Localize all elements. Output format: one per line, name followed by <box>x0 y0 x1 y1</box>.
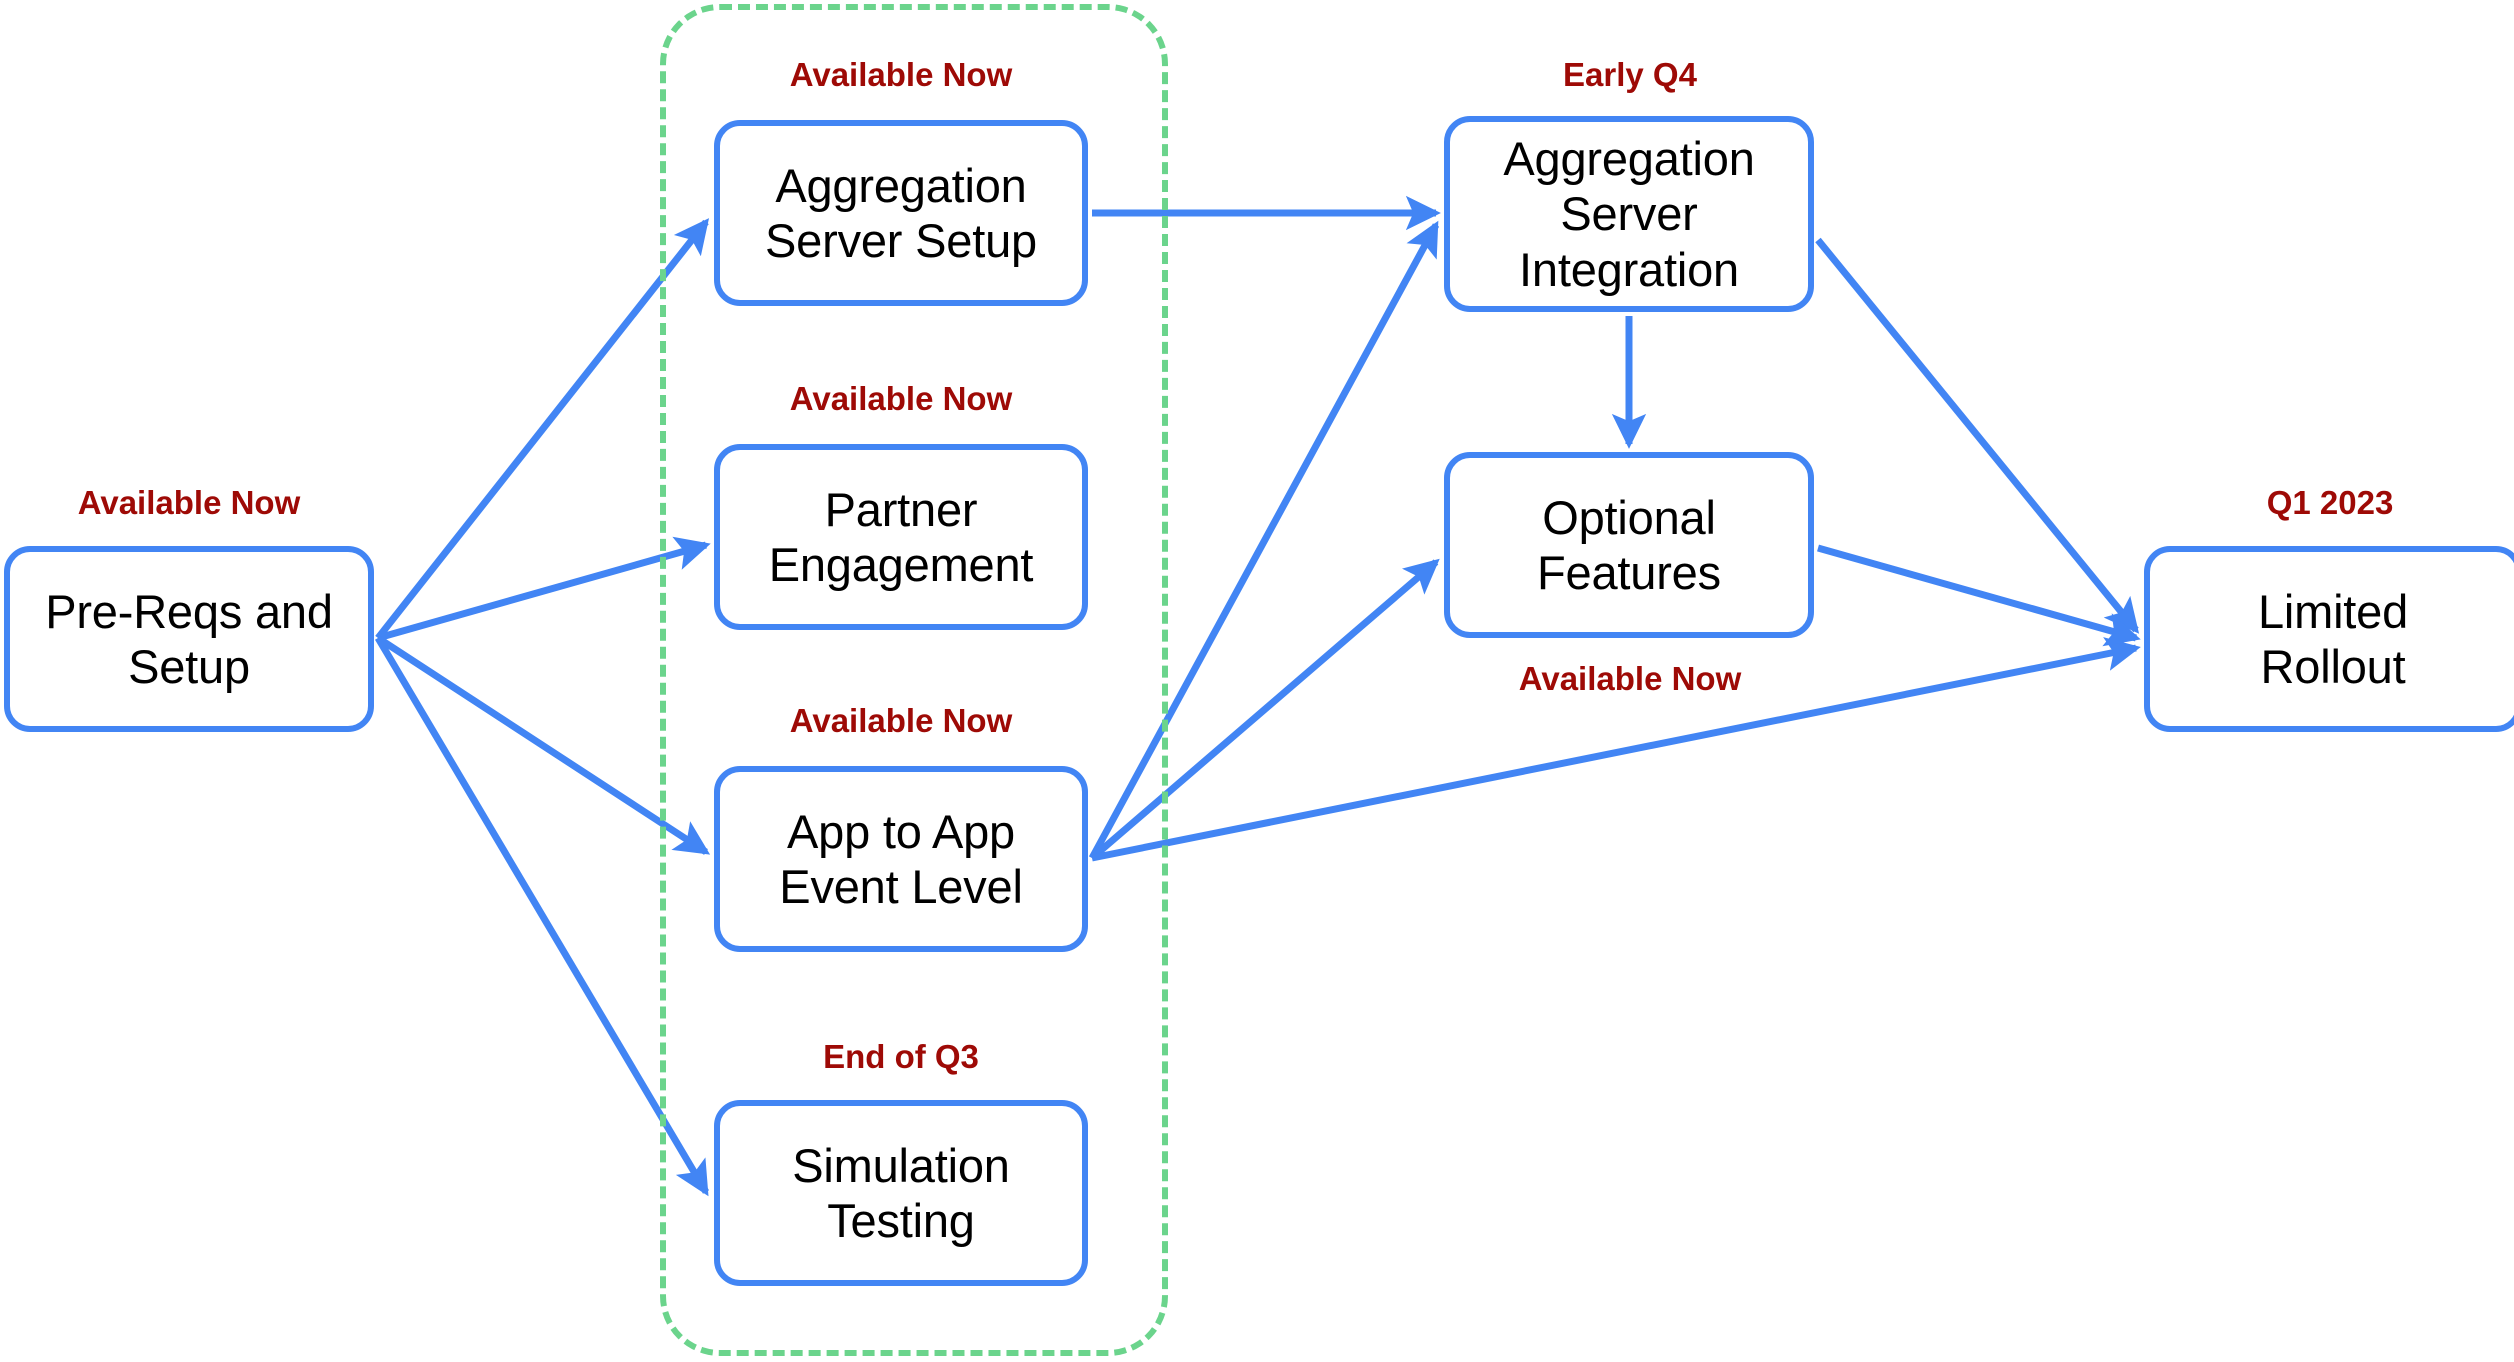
phase-label-pre-reqs: Available Now <box>77 484 301 521</box>
edge-app-to-app-to-optional <box>1089 558 1440 861</box>
edge-prereqs-to-app-to-app <box>376 635 711 855</box>
node-label: Simulation Testing <box>792 1138 1010 1247</box>
edge-app-to-app-to-agg-integration <box>1088 220 1440 860</box>
edge-app-to-app-to-limited-rollout <box>1091 637 2141 862</box>
phase-label-limited-rollout: Q1 2023 <box>2266 484 2394 521</box>
node-label: Pre-Reqs and Setup <box>45 584 333 693</box>
node-label: App to App Event Level <box>779 804 1023 913</box>
node-simulation-testing[interactable]: Simulation Testing <box>714 1100 1088 1286</box>
node-limited-rollout[interactable]: Limited Rollout <box>2144 546 2514 732</box>
node-label: Aggregation Server Setup <box>765 158 1037 267</box>
node-label: Partner Engagement <box>768 482 1034 591</box>
edge-optional-to-limited-rollout <box>1817 544 2141 647</box>
node-aggregation-server-setup[interactable]: Aggregation Server Setup <box>714 120 1088 306</box>
phase-label-aggregation-setup: Available Now <box>789 56 1013 93</box>
node-label: Aggregation Server Integration <box>1503 131 1755 296</box>
node-label: Optional Features <box>1537 490 1721 599</box>
phase-label-aggregation-integration: Early Q4 <box>1563 56 1697 93</box>
phase-label-app-to-app: Available Now <box>789 702 1013 739</box>
edge-prereqs-to-partner <box>377 536 711 642</box>
edge-prereqs-to-agg-setup <box>375 218 710 641</box>
node-aggregation-server-integration[interactable]: Aggregation Server Integration <box>1444 116 1814 312</box>
node-optional-features[interactable]: Optional Features <box>1444 452 1814 638</box>
node-pre-reqs-and-setup[interactable]: Pre-Reqs and Setup <box>4 546 374 732</box>
node-partner-engagement[interactable]: Partner Engagement <box>714 444 1088 630</box>
node-app-to-app-event-level[interactable]: App to App Event Level <box>714 766 1088 952</box>
edge-prereqs-to-simulation <box>374 636 710 1197</box>
phase-label-simulation-testing: End of Q3 <box>823 1038 979 1075</box>
phase-label-partner-engagement: Available Now <box>789 380 1013 417</box>
phase-label-optional-features: Available Now <box>1518 660 1742 697</box>
node-label: Limited Rollout <box>2257 584 2409 693</box>
edge-agg-integration-to-limited-rollout <box>1815 237 2140 634</box>
